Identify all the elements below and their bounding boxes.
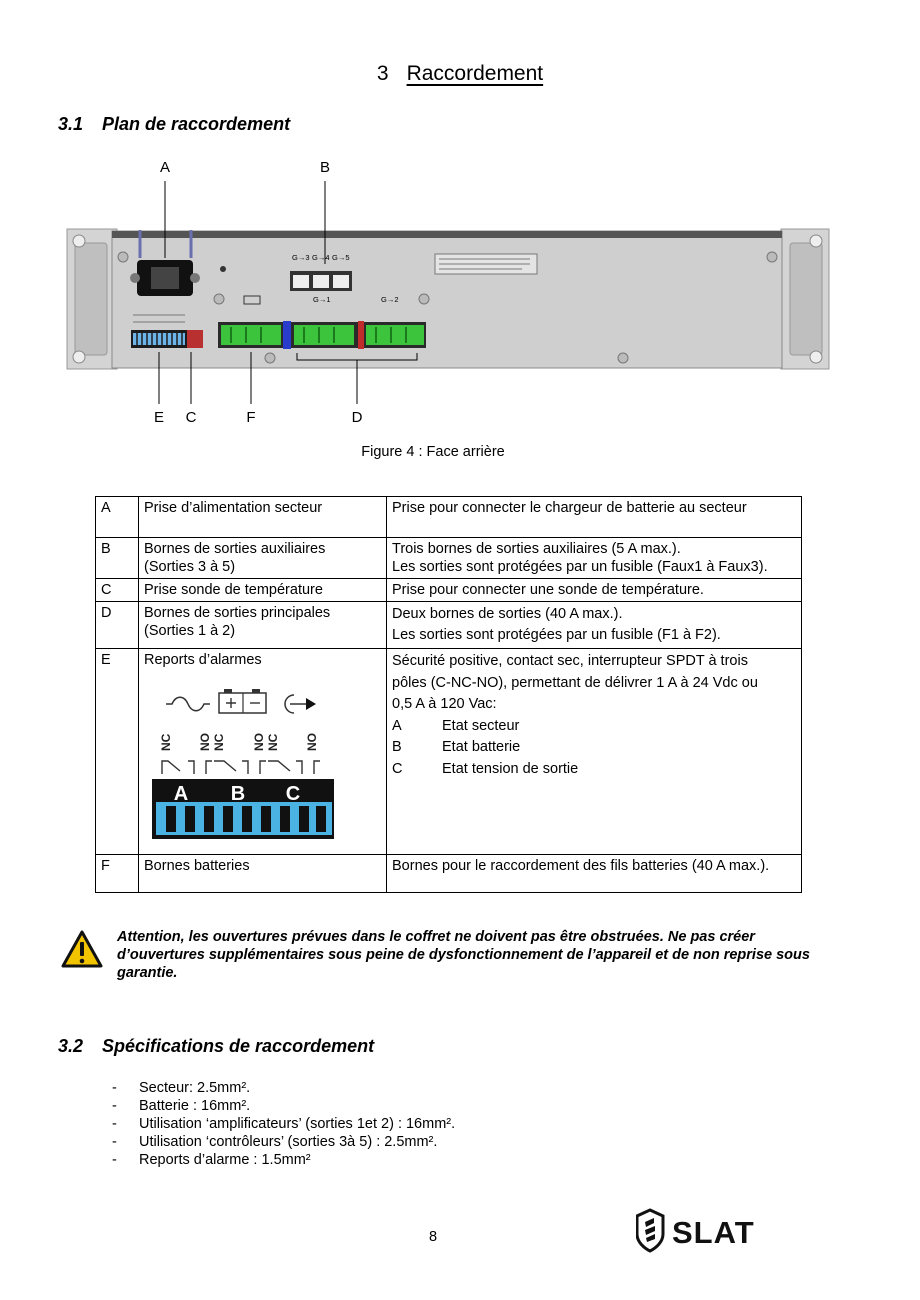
row-key: A	[95, 496, 139, 538]
port-label-g2: G→2	[381, 295, 399, 304]
row-desc: Bornes pour le raccordement des fils bat…	[386, 854, 802, 893]
page-number: 8	[428, 1229, 438, 1245]
row-name: Prise sonde de température	[138, 578, 387, 602]
figure-caption: Figure 4 : Face arrière	[361, 444, 505, 460]
port-label-g1: G→1	[313, 295, 331, 304]
port-label-g4: G→4	[312, 253, 330, 262]
table-row: E Reports d’alarmes	[95, 648, 802, 855]
contact-label: NO	[198, 733, 212, 751]
logo-text: SLAT	[672, 1215, 755, 1250]
slat-logo: SLAT	[636, 1208, 755, 1253]
subsection-number: 3.2	[58, 1036, 84, 1056]
row-name: Reports d’alarmes	[138, 648, 387, 855]
connection-table: A Prise d’alimentation secteur Prise pou…	[95, 496, 802, 893]
row-name: Bornes de sorties principales(Sorties 1 …	[138, 601, 387, 649]
row-desc: Trois bornes de sorties auxiliaires (5 A…	[386, 537, 802, 579]
subsection-title: Spécifications de raccordement	[102, 1036, 375, 1056]
group-label: C	[286, 783, 300, 805]
subsection-number: 3.1	[58, 114, 84, 134]
rear-panel-figure: A B E C F D G→3 G→4 G→5 G→1 G→2	[66, 159, 830, 426]
row-desc: Prise pour connecter une sonde de tempér…	[386, 578, 802, 602]
contact-label: NC	[159, 733, 173, 751]
row-key: F	[95, 854, 139, 893]
spec-list: -Secteur: 2.5mm². -Batterie : 16mm². -Ut…	[112, 1079, 455, 1169]
list-item: -Utilisation ‘contrôleurs’ (sorties 3à 5…	[112, 1134, 438, 1150]
list-item: -Batterie : 16mm².	[112, 1098, 251, 1114]
mains-sine-icon	[166, 696, 210, 712]
table-row: C Prise sonde de température Prise pour …	[95, 578, 802, 602]
port-label-g5: G→5	[332, 253, 350, 262]
section-title: Raccordement	[406, 62, 544, 85]
row-key: B	[95, 537, 139, 579]
table-row: B Bornes de sorties auxiliaires(Sorties …	[95, 537, 802, 579]
callout-e: E	[154, 409, 164, 426]
callout-c: C	[186, 409, 197, 426]
list-item: -Secteur: 2.5mm².	[112, 1080, 251, 1096]
list-item: -Utilisation ‘amplificateurs’ (sorties 1…	[112, 1116, 456, 1132]
row-desc: Deux bornes de sorties (40 A max.).Les s…	[386, 601, 802, 649]
contact-label: NC	[212, 733, 226, 751]
callout-a: A	[160, 159, 170, 176]
row-name: Bornes de sorties auxiliaires(Sorties 3 …	[138, 537, 387, 579]
row-desc: Sécurité positive, contact sec, interrup…	[386, 648, 802, 855]
row-key: E	[95, 648, 139, 855]
group-label: A	[174, 783, 188, 805]
subsection-title: Plan de raccordement	[102, 114, 291, 134]
subsection-heading-1: 3.1 Plan de raccordement	[58, 114, 290, 135]
battery-icon	[218, 689, 267, 714]
callout-b: B	[320, 159, 330, 176]
warning-text: Attention, les ouvertures prévues dans l…	[117, 929, 810, 981]
table-row: D Bornes de sorties principales(Sorties …	[95, 601, 802, 649]
list-item: -Reports d’alarme : 1.5mm²	[112, 1152, 311, 1168]
row-name: Prise d’alimentation secteur	[138, 496, 387, 538]
alarm-relay-diagram: NC NO NC NO NC NO A B C	[152, 689, 334, 839]
output-arrow-icon	[284, 694, 316, 714]
shield-logo-icon	[636, 1208, 665, 1253]
table-row: F Bornes batteries Bornes pour le raccor…	[95, 854, 802, 893]
contact-label: NO	[305, 733, 319, 751]
port-label-g3: G→3	[292, 253, 310, 262]
group-label: B	[231, 783, 245, 805]
warning-triangle-icon	[61, 930, 103, 968]
section-number: 3	[376, 62, 389, 85]
row-key: C	[95, 578, 139, 602]
callout-d: D	[352, 409, 363, 426]
table-row: A Prise d’alimentation secteur Prise pou…	[95, 496, 802, 538]
contact-label: NC	[266, 733, 280, 751]
row-key: D	[95, 601, 139, 649]
row-name: Bornes batteries	[138, 854, 387, 893]
section-heading: 3 Raccordement	[0, 62, 920, 86]
row-desc: Prise pour connecter le chargeur de batt…	[386, 496, 802, 538]
contact-label: NO	[252, 733, 266, 751]
subsection-heading-2: 3.2 Spécifications de raccordement	[58, 1036, 374, 1057]
callout-f: F	[246, 409, 255, 426]
